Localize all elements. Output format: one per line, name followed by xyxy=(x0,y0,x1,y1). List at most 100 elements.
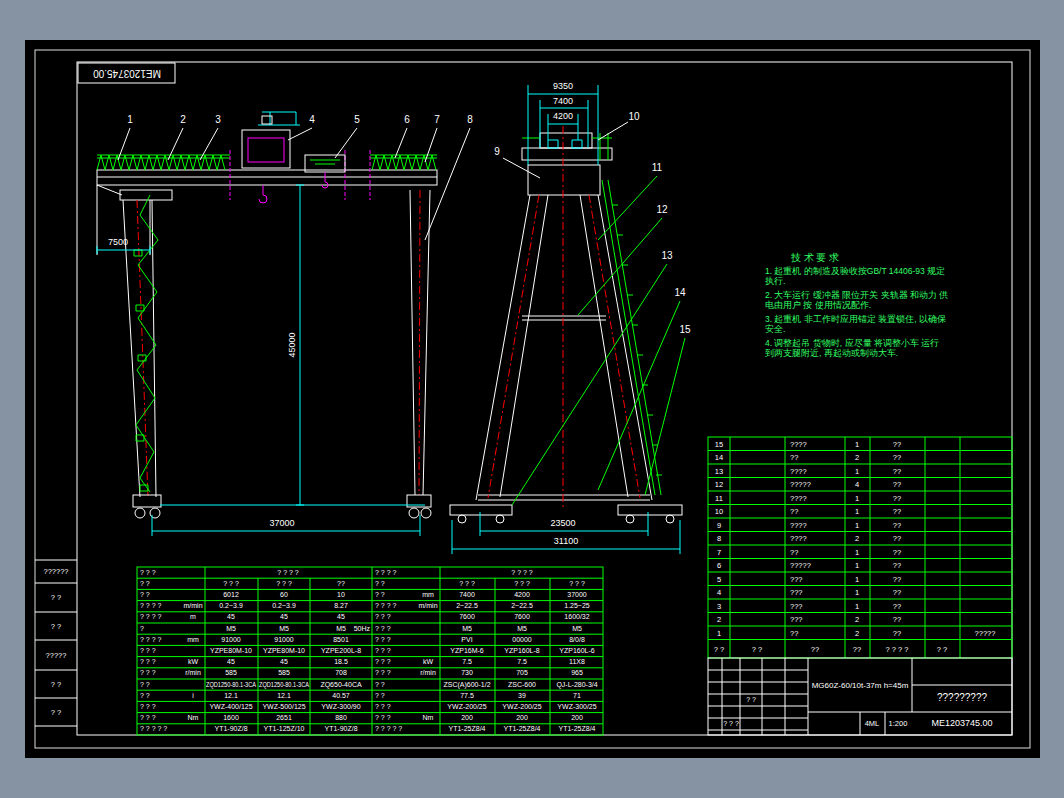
sheet-frame-part xyxy=(77,62,1012,735)
spec-cell: ? ? ? xyxy=(140,658,156,666)
specification-tables-part xyxy=(372,567,373,735)
spec-cell: ? ? ? ? ? xyxy=(140,725,167,733)
spec-cell: 45 xyxy=(280,613,288,621)
part-quantity: 2 xyxy=(855,534,859,543)
side-view-part xyxy=(666,515,674,523)
spec-cell: 7.5 xyxy=(517,658,527,666)
technical-note: 3. 起重机 非工作时应用锚定 装置锁住, 以确保安全. xyxy=(765,314,950,334)
revision-cell: ?????? xyxy=(43,567,68,576)
spec-cell: ? ? ? xyxy=(140,714,156,722)
spec-cell: kW xyxy=(188,658,198,666)
spec-cell: YWZ-500/125 xyxy=(262,703,305,711)
spec-cell: ? ? xyxy=(375,580,385,588)
leader-lines-part xyxy=(512,176,685,505)
callout-number: 5 xyxy=(354,114,360,126)
front-view-part xyxy=(134,250,148,491)
front-view-part xyxy=(97,177,437,178)
spec-cell: YWZ-400/125 xyxy=(209,703,252,711)
spec-cell: 2651 xyxy=(276,714,292,722)
spec-cell: 585 xyxy=(225,669,237,677)
spec-cell: ZQD1250-80.1-3CA xyxy=(259,680,309,688)
revision-cell: ? ? xyxy=(51,708,61,717)
side-view-part xyxy=(450,505,512,515)
dimension-value: 23500 xyxy=(550,518,575,529)
revision-cell: ? ? xyxy=(51,622,61,631)
part-name: ??? xyxy=(790,574,803,583)
part-material: ?? xyxy=(893,520,901,529)
part-material: ?? xyxy=(893,480,901,489)
spec-cell: 1.25~25 xyxy=(564,602,590,610)
technical-note: 4. 调整起吊 货物时, 应尽量 将调整小车 运行 到两支腿附近, 再起动或制动… xyxy=(765,338,950,358)
part-material: ?? xyxy=(893,439,901,448)
front-view-part xyxy=(419,190,420,495)
front-view-part xyxy=(259,185,267,203)
spec-cell: 7600 xyxy=(459,613,475,621)
part-name: ???? xyxy=(790,520,807,529)
part-name: ????? xyxy=(790,561,811,570)
spec-cell: ? ? ? xyxy=(375,714,391,722)
spec-cell: ZSC(A)600-1/2 xyxy=(443,680,490,688)
spec-cell: 200 xyxy=(461,714,473,722)
front-view-part xyxy=(262,116,272,124)
spec-cell: kW xyxy=(423,658,433,666)
spec-cell: YWZ-200/25 xyxy=(502,703,541,711)
spec-cell: 0.2~3.9 xyxy=(272,602,296,610)
sheet-frame-part xyxy=(78,63,175,83)
spec-cell: Nm xyxy=(188,714,199,722)
spec-cell: mm xyxy=(422,591,434,599)
item-number: 7 xyxy=(717,547,721,556)
leader-lines xyxy=(118,122,685,505)
spec-cell: 12.1 xyxy=(224,692,238,700)
spec-cell: YWZ-300/25 xyxy=(557,703,596,711)
dimension-value: 7400 xyxy=(553,96,573,107)
table-header: ? ? xyxy=(714,645,724,654)
callout-number: 2 xyxy=(180,114,186,126)
part-quantity: 1 xyxy=(855,520,859,529)
spec-cell: ? ? xyxy=(140,692,150,700)
part-material: ?? xyxy=(893,466,901,475)
specification-tables-part xyxy=(137,567,603,735)
spec-cell: YWZ-200/25 xyxy=(447,703,486,711)
spec-cell: YZP160L-8 xyxy=(504,647,539,655)
spec-cell: YT1-25Z8/4 xyxy=(449,725,486,733)
spec-cell: ZQ650-40CA xyxy=(320,680,361,688)
spec-cell: ? ? xyxy=(140,580,150,588)
spec-cell: 7.5 xyxy=(462,658,472,666)
spec-cell: YT1-90Z/8 xyxy=(324,725,357,733)
front-view-part xyxy=(97,185,150,255)
spec-cell: ? ? ? xyxy=(223,580,239,588)
part-quantity: 1 xyxy=(855,466,859,475)
spec-cell: r/min xyxy=(420,669,436,677)
front-view-part xyxy=(248,138,284,162)
spec-cell: YWZ-300/90 xyxy=(321,703,360,711)
front-view-dimensions-part xyxy=(160,185,425,505)
front-view-part xyxy=(409,508,419,518)
spec-cell: m xyxy=(190,613,196,621)
item-number: 1 xyxy=(717,628,721,637)
part-quantity: 1 xyxy=(855,574,859,583)
part-quantity: 4 xyxy=(855,480,859,489)
spec-cell: 200 xyxy=(571,714,583,722)
part-material: ?? xyxy=(893,547,901,556)
drawing-number: ME1203745.00 xyxy=(931,718,992,729)
dimension-value: 7500 xyxy=(108,237,128,248)
spec-cell: QJ-L-280-3/4 xyxy=(556,680,597,688)
front-view-dimensions-part xyxy=(152,515,420,536)
spec-cell: ? ? ? xyxy=(375,636,391,644)
part-quantity: 1 xyxy=(855,493,859,502)
spec-cell: 4200 xyxy=(514,591,530,599)
part-name: ?? xyxy=(790,453,798,462)
part-material: ?? xyxy=(893,588,901,597)
part-name: ??? xyxy=(790,615,803,624)
dimension-value: 45000 xyxy=(287,332,298,357)
revision-cell: ? ? xyxy=(51,593,61,602)
item-number: 3 xyxy=(717,601,721,610)
spec-cell: 8/0/8 xyxy=(569,636,585,644)
side-view-part xyxy=(488,126,640,510)
spec-cell: YZPE80M-10 xyxy=(263,647,305,655)
part-material: ?? xyxy=(893,561,901,570)
front-view-part xyxy=(136,195,158,492)
item-number: 13 xyxy=(715,466,723,475)
front-view-part xyxy=(97,170,437,185)
